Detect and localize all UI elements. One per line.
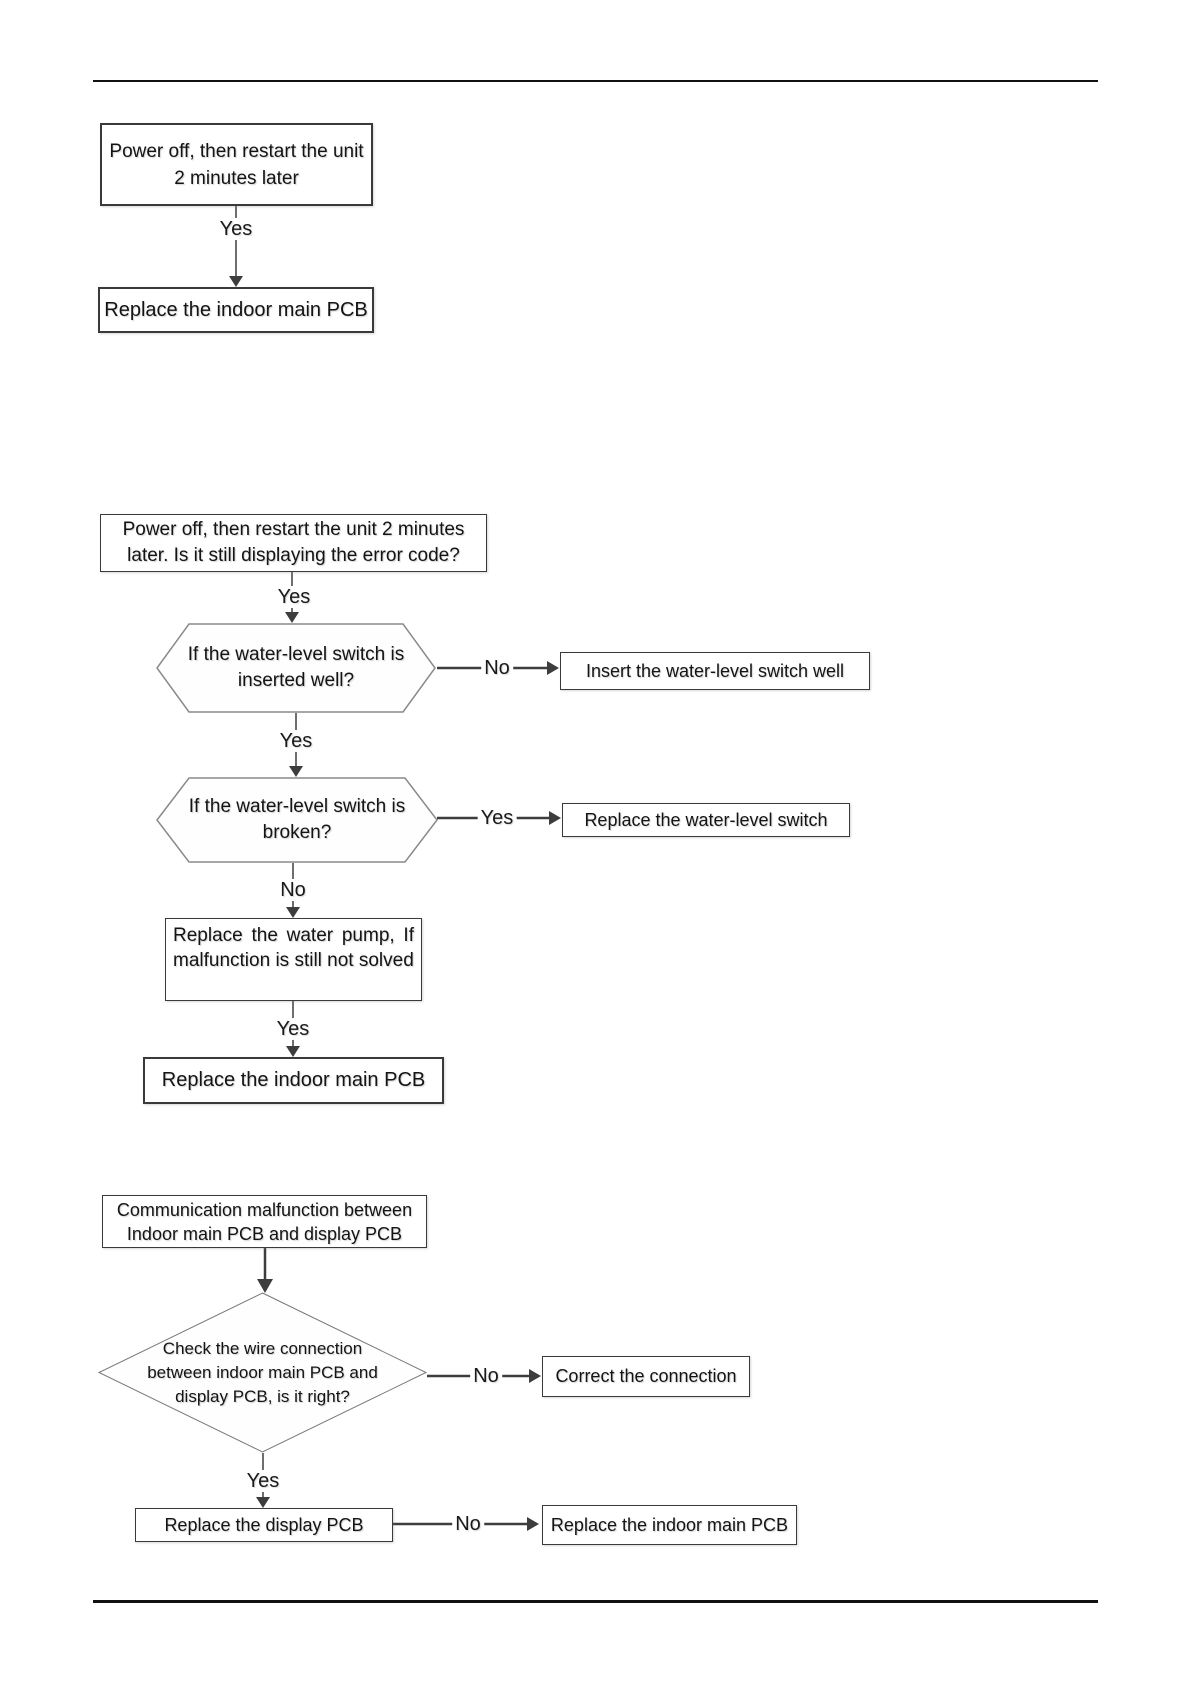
flow3-action-correct-text: Correct the connection [555,1366,737,1386]
flow2-action-pump-text: Replace the water pump, If malfunction i… [173,925,414,971]
flow2-decision-inserted: If the water-level switch is inserted we… [156,623,436,713]
arrow-right-icon [547,661,559,675]
flow2-action-replace-switch-box: Replace the water-level switch [562,803,850,837]
flow3-action-display-text: Replace the display PCB [164,1514,364,1535]
flow3-decision-wire: Check the wire connection between indoor… [97,1292,428,1453]
arrow-right-icon [527,1517,539,1531]
flow2-no-broken-label: No [277,879,309,901]
flow2-yes-broken-label: Yes [477,807,517,829]
flow3-no-wire-label: No [470,1365,502,1387]
arrow-right-icon [529,1369,541,1383]
flow3-action-main-box: Replace the indoor main PCB [542,1505,797,1545]
flow1-start-box: Power off, then restart the unit 2 minut… [100,123,373,206]
flow3-decision-wire-text: Check the wire connection between indoor… [147,1338,378,1406]
flow2-yes-inserted-label: Yes [276,730,316,752]
flow2-action-pump-box: Replace the water pump, If malfunction i… [165,918,422,1001]
flow3-yes-wire-label: Yes [243,1470,283,1492]
flow2-start-text: Power off, then restart the unit 2 minut… [122,519,465,566]
flow2-action-pcb-text: Replace the indoor main PCB [161,1069,426,1091]
flow2-action-insert-text: Insert the water-level switch well [585,660,845,681]
arrow-down-icon [256,1497,270,1508]
flow3-action-main-text: Replace the indoor main PCB [550,1514,789,1535]
diamond-shape [97,1292,428,1453]
flow1-start-text: Power off, then restart the unit 2 minut… [109,140,364,189]
arrow-down-icon [285,612,299,623]
footer-rule [93,1600,1098,1603]
flow1-result-text: Replace the indoor main PCB [104,298,368,321]
flow2-start-box: Power off, then restart the unit 2 minut… [100,514,487,572]
flow2-decision-broken-text: If the water-level switch is broken? [188,796,406,843]
flow2-action-replace-switch-text: Replace the water-level switch [584,809,828,830]
flow1-result-box: Replace the indoor main PCB [98,287,374,333]
flow2-decision-inserted-text: If the water-level switch is inserted we… [187,644,405,691]
arrow-down-icon [286,907,300,918]
flow3-action-display-box: Replace the display PCB [135,1508,393,1542]
flow2-action-pcb-box: Replace the indoor main PCB [143,1057,444,1104]
flow3-no-display-label: No [452,1513,484,1535]
flow3-start-box: Communication malfunction between Indoor… [102,1195,427,1248]
arrow-down-icon [229,276,243,287]
flow2-yes-start-label: Yes [274,586,314,608]
header-rule [93,80,1098,82]
flow2-decision-broken: If the water-level switch is broken? [156,777,438,863]
hexagon-shape [156,623,436,713]
arrow-right-icon [549,811,561,825]
arrow-down-icon [289,766,303,777]
hexagon-shape [156,777,438,863]
flow2-no-inserted-label: No [481,657,513,679]
flow1-yes-label: Yes [216,218,256,240]
arrow-down-icon [257,1279,273,1293]
arrow-down-icon [286,1046,300,1057]
flow2-yes-pump-label: Yes [273,1018,313,1040]
flow3-action-correct-box: Correct the connection [542,1356,750,1397]
flow2-action-insert-box: Insert the water-level switch well [560,652,870,690]
flow3-start-text: Communication malfunction between Indoor… [116,1199,413,1244]
